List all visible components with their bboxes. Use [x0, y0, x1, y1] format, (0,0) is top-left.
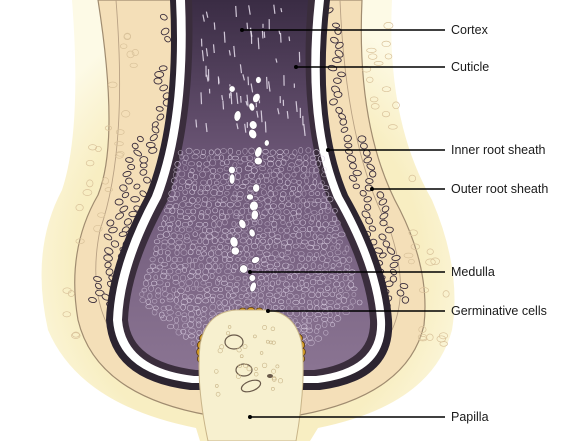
cortex-streak	[248, 77, 249, 86]
cortex-streak	[231, 92, 232, 104]
sheath-cell	[140, 163, 147, 168]
cortex-streak	[222, 95, 223, 100]
cortex-streak	[241, 96, 242, 103]
sheath-cell	[154, 78, 162, 85]
cortex-streak	[267, 77, 268, 89]
cortex-streak	[196, 120, 197, 128]
papilla-nucleus	[225, 335, 243, 349]
sheath-cell	[353, 170, 362, 176]
medulla-cell	[253, 184, 260, 193]
sheath-cell	[365, 178, 373, 184]
sheath-cell	[337, 72, 345, 77]
medulla-cell	[231, 247, 240, 256]
sheath-cell	[159, 66, 167, 71]
sheath-cell	[115, 199, 123, 205]
cortex-streak	[247, 23, 248, 29]
medulla-cell	[255, 76, 261, 83]
leader-dot-papilla	[248, 415, 252, 419]
sheath-cell	[380, 220, 387, 226]
sheath-cell	[334, 91, 342, 97]
sheath-cell	[155, 71, 164, 77]
sheath-cell	[332, 57, 341, 62]
sheath-cell	[131, 196, 140, 202]
cortex-streak	[224, 32, 225, 43]
cortex-streak	[236, 6, 237, 17]
label-text-outer-root-sheath: Outer root sheath	[451, 182, 548, 196]
label-text-cortex: Cortex	[451, 23, 489, 37]
cortex-streak	[281, 33, 282, 43]
cortex-streak	[214, 44, 215, 53]
sheath-cell	[385, 227, 394, 234]
cortex-streak	[264, 32, 265, 38]
sheath-cell	[358, 136, 366, 143]
cortex-streak	[281, 8, 282, 12]
leader-dot-inner-root-sheath	[326, 148, 330, 152]
sheath-cell	[345, 143, 352, 148]
cortex-streak	[218, 76, 219, 83]
medulla-cell	[249, 275, 256, 282]
leader-dot-cortex	[240, 28, 244, 32]
leader-dot-outer-root-sheath	[370, 187, 374, 191]
label-text-papilla: Papilla	[451, 410, 489, 424]
cortex-streak	[201, 92, 202, 104]
cortex-streak	[287, 111, 288, 119]
sheath-cell	[333, 78, 341, 84]
sheath-cell	[125, 157, 133, 163]
cortex-streak	[261, 111, 262, 123]
medulla-cell	[264, 140, 269, 147]
medulla-cell	[246, 194, 253, 201]
leader-dot-cuticle	[294, 65, 298, 69]
cortex-streak	[214, 22, 215, 29]
medulla-cell	[228, 166, 235, 174]
sheath-cell	[128, 164, 135, 170]
label-text-cuticle: Cuticle	[451, 60, 489, 74]
sheath-cell	[125, 178, 132, 185]
cortex-streak	[289, 37, 290, 42]
cortex-streak	[265, 122, 266, 133]
label-text-inner-root-sheath: Inner root sheath	[451, 143, 546, 157]
leader-dot-medulla	[248, 270, 252, 274]
sheath-cell	[156, 106, 164, 112]
sheath-cell	[140, 156, 148, 163]
cortex-streak	[223, 101, 224, 110]
leader-dot-germinative-cells	[266, 309, 270, 313]
label-text-germinative-cells: Germinative cells	[451, 304, 547, 318]
medulla-cell	[229, 174, 235, 184]
papilla-region	[199, 310, 303, 441]
label-text-medulla: Medulla	[451, 265, 495, 279]
cortex-streak	[258, 38, 259, 50]
sheath-cell	[353, 184, 359, 189]
papilla-dot	[267, 374, 273, 378]
cortex-streak	[262, 31, 263, 39]
